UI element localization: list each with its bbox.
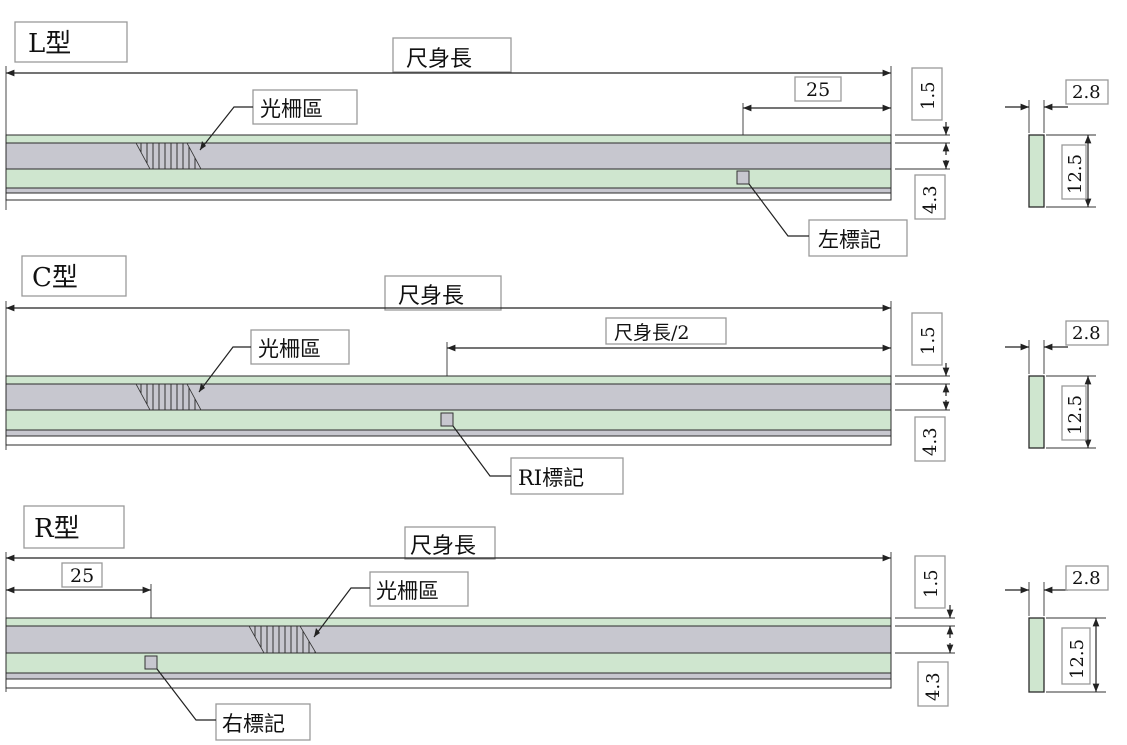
grating-label-box xyxy=(252,89,358,125)
type-label: R型 xyxy=(34,514,80,544)
figure-l-type: L型 尺身長 25 光柵區 左標記 1.5 4.3 xyxy=(5,21,1109,257)
figure-r-type: R型 尺身長 25 光柵區 右標記 1.5 4.3 xyxy=(5,505,1109,741)
type-label-box xyxy=(14,21,128,63)
section-view xyxy=(1028,617,1045,693)
length-label-box xyxy=(392,37,512,73)
dim-width-label: 2.8 xyxy=(1072,82,1101,103)
scale-gray-band xyxy=(5,625,892,654)
offset-label: 25 xyxy=(70,565,94,587)
grating-label: 光柵區 xyxy=(376,579,439,603)
grating-hatch xyxy=(135,383,202,411)
scale-green-band xyxy=(5,168,892,189)
type-label: C型 xyxy=(32,263,78,293)
scale-green-band xyxy=(5,652,892,674)
section-view xyxy=(1028,134,1045,208)
leader-arrowhead xyxy=(199,383,205,392)
length-label: 尺身長 xyxy=(398,284,464,309)
dim-bottom-box xyxy=(917,661,949,707)
dim-bottom-box xyxy=(914,174,946,220)
grating-label: 光柵區 xyxy=(258,337,321,361)
dim-top-label: 1.5 xyxy=(918,81,939,110)
scale-base-strip xyxy=(5,192,892,201)
scale-base-strip xyxy=(5,187,892,194)
grating-label-box xyxy=(369,571,469,607)
dim-bottom-label: 4.3 xyxy=(923,672,944,701)
scale-edge-strip xyxy=(5,134,892,144)
grating-label-box xyxy=(250,329,350,365)
dim-width-box xyxy=(1065,79,1109,105)
reference-mark xyxy=(440,412,454,427)
scale-edge-strip xyxy=(5,617,892,627)
scale-edge-strip xyxy=(5,375,892,385)
dim-top-box xyxy=(911,67,943,121)
mark-leader xyxy=(452,425,511,477)
type-label: L型 xyxy=(28,29,71,59)
dim-height-box xyxy=(1061,385,1087,441)
dim-top-box xyxy=(914,555,946,609)
length-label: 尺身長 xyxy=(406,47,472,72)
grating-hatch xyxy=(135,142,202,170)
scale-base-strip xyxy=(5,672,892,680)
dim-height-label: 12.5 xyxy=(1065,395,1086,435)
mark-leader xyxy=(156,668,216,721)
scale-base-strip xyxy=(5,435,892,446)
mark-leader xyxy=(748,183,809,237)
dim-bottom-box xyxy=(914,416,946,462)
length-label: 尺身長 xyxy=(410,534,476,559)
type-label-box xyxy=(23,505,125,549)
mark-label: 左標記 xyxy=(818,228,881,252)
dim-height-box xyxy=(1061,144,1087,200)
dim-bottom-label: 4.3 xyxy=(920,185,941,214)
reference-mark xyxy=(736,170,750,185)
dim-width-label: 2.8 xyxy=(1072,323,1101,344)
dim-height-box xyxy=(1061,627,1091,685)
offset-label: 25 xyxy=(806,79,830,101)
grating-leader xyxy=(198,346,251,393)
reference-mark xyxy=(144,655,158,670)
mark-label: RI標記 xyxy=(518,466,584,490)
grating-leader xyxy=(313,587,370,638)
figure-c-type: C型 尺身長 尺身長/2 光柵區 RI標記 1.5 4.3 xyxy=(5,255,1109,495)
grating-leader xyxy=(199,106,253,151)
offset-label-box xyxy=(605,317,727,345)
mark-label-box xyxy=(510,457,624,495)
dim-bottom-label: 4.3 xyxy=(920,427,941,456)
grating-hatch xyxy=(248,625,317,654)
dim-top-label: 1.5 xyxy=(921,569,942,598)
mark-label-box xyxy=(215,703,311,741)
offset-label-box xyxy=(794,76,842,102)
scale-base-strip xyxy=(5,678,892,689)
dim-top-box xyxy=(911,312,943,366)
mark-label-box xyxy=(808,219,908,257)
dim-top-label: 1.5 xyxy=(918,326,939,355)
length-label-box xyxy=(384,275,502,311)
offset-label: 尺身長/2 xyxy=(614,322,690,344)
dim-height-label: 12.5 xyxy=(1067,639,1088,679)
type-label-box xyxy=(21,255,127,297)
section-view xyxy=(1028,375,1045,449)
mark-label: 右標記 xyxy=(222,712,285,736)
scale-base-strip xyxy=(5,429,892,437)
leader-arrowhead xyxy=(200,141,206,150)
dim-width-label: 2.8 xyxy=(1072,568,1101,589)
dim-height-label: 12.5 xyxy=(1065,154,1086,194)
grating-label: 光柵區 xyxy=(260,97,323,121)
leader-arrowhead xyxy=(314,628,320,637)
dim-width-box xyxy=(1065,320,1109,346)
dim-width-box xyxy=(1065,565,1109,591)
